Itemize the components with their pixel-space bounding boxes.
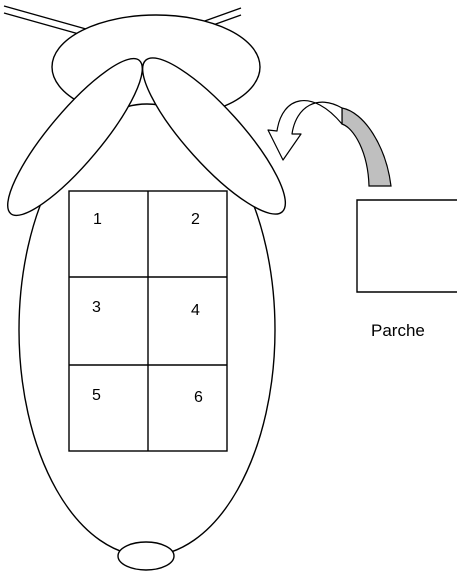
- cell-label-3: 3: [92, 299, 101, 316]
- cell-grid: [68, 190, 228, 452]
- arrow-grey-band: [341, 107, 392, 187]
- cell-label-6: 6: [194, 389, 203, 406]
- patch-box: [356, 199, 457, 293]
- cell-label-5: 5: [92, 387, 101, 404]
- cell-label-4: 4: [191, 302, 200, 319]
- cell-labels: 1 2 3 4 5 6: [92, 211, 203, 406]
- tail: [117, 541, 175, 571]
- apply-arrow: [267, 99, 392, 187]
- left-wing: [7, 57, 143, 217]
- cell-label-2: 2: [191, 211, 200, 228]
- arrow-white-body: [267, 99, 343, 161]
- cell-label-1: 1: [93, 211, 102, 228]
- right-wing: [141, 57, 287, 215]
- patch-label: Parche: [371, 321, 425, 340]
